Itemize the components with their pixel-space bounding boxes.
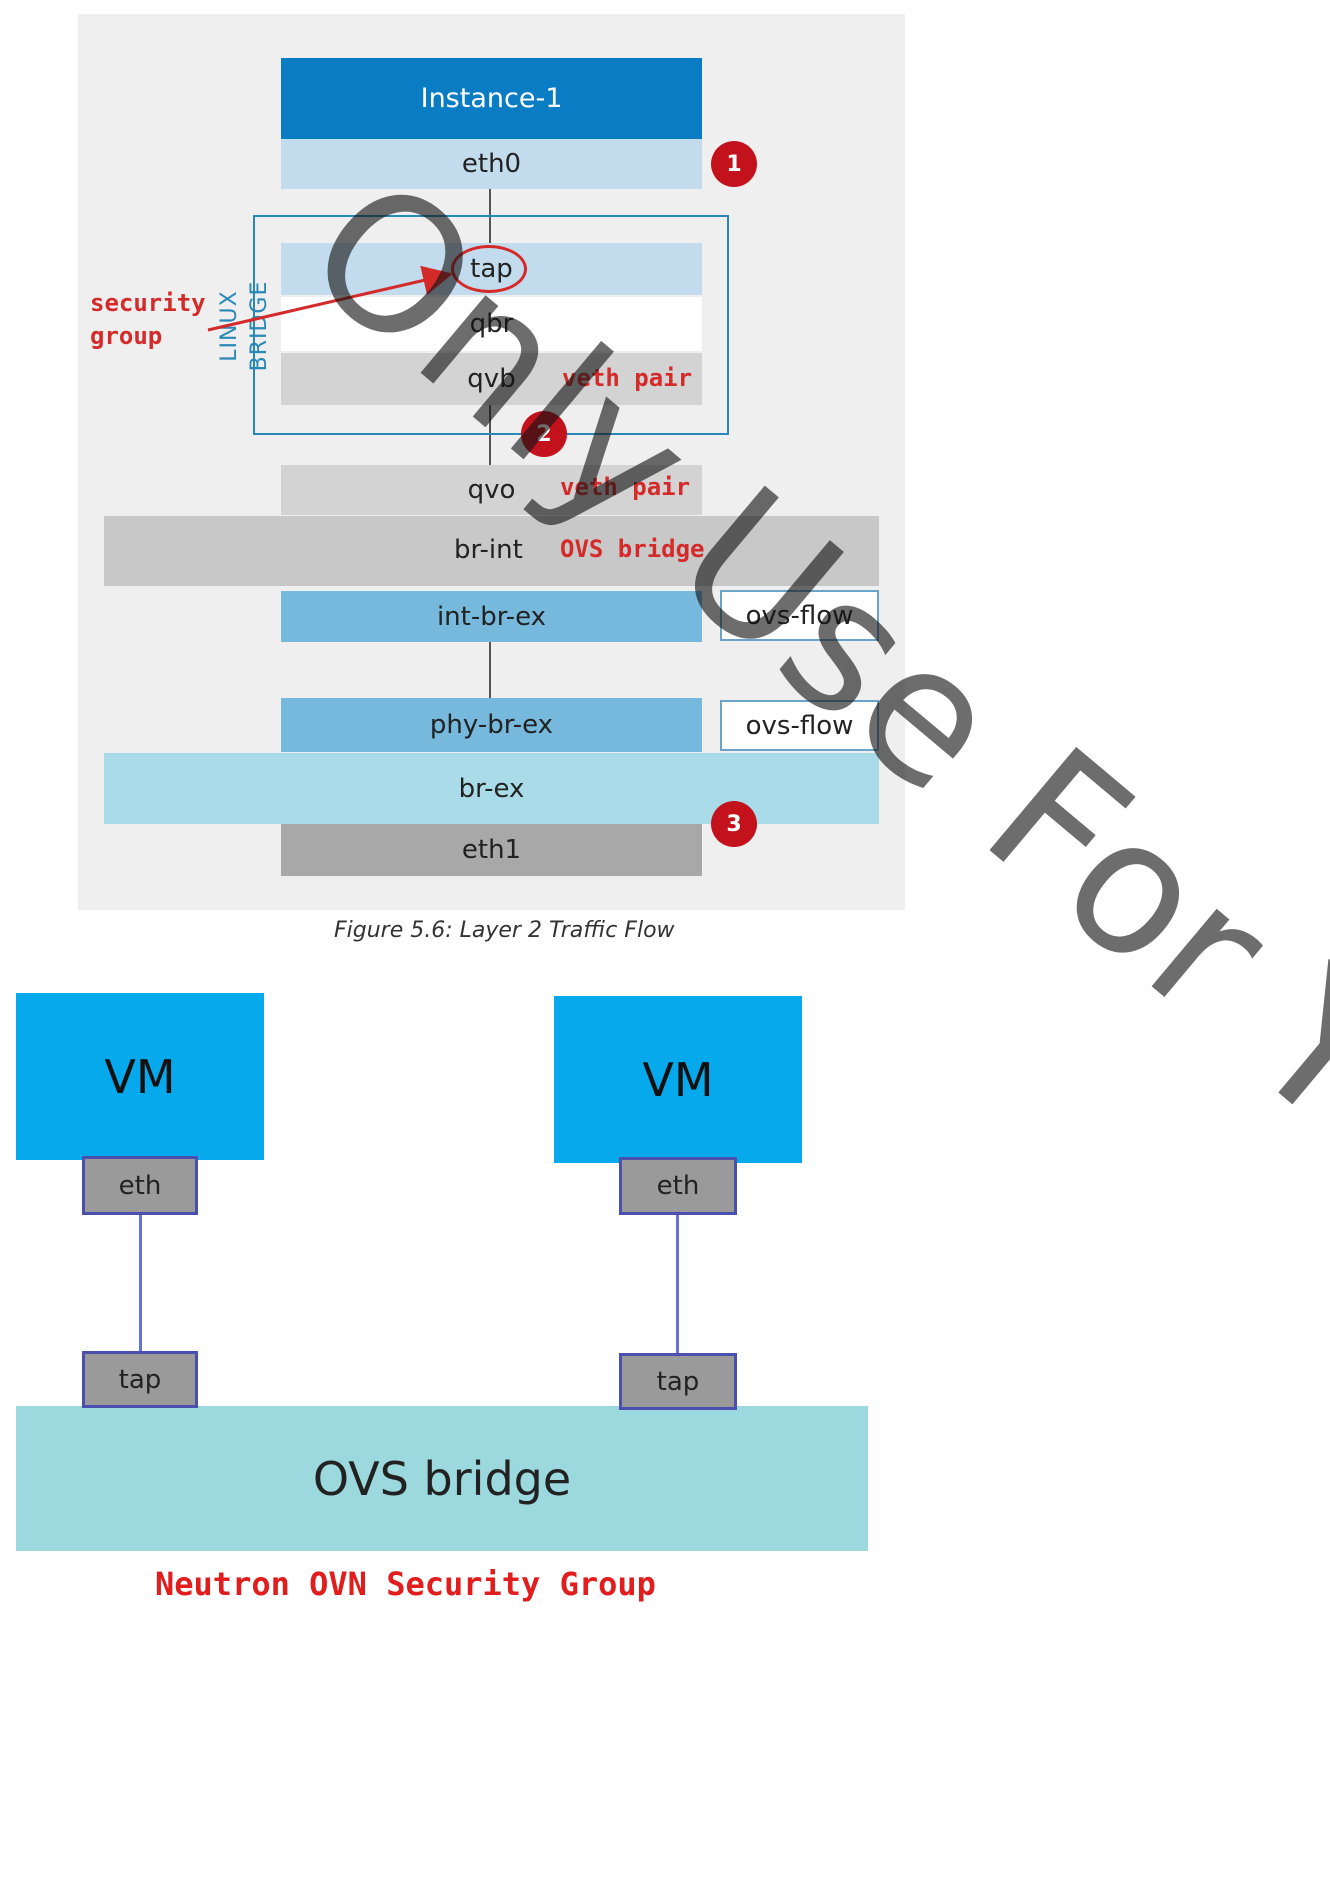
qvo-label: qvo bbox=[467, 475, 516, 505]
phy-br-ex-label: phy-br-ex bbox=[429, 710, 554, 740]
br-int-label: br-int bbox=[454, 535, 523, 565]
veth-pair-label-2: veth pair bbox=[560, 473, 691, 501]
security-group-label-line2: group bbox=[90, 322, 163, 350]
br-ex-box: br-ex bbox=[104, 753, 879, 824]
qvb-label: qvb bbox=[467, 364, 516, 394]
eth0-box: eth0 bbox=[281, 139, 702, 189]
figure-caption: Figure 5.6: Layer 2 Traffic Flow bbox=[334, 918, 675, 943]
phy-br-ex-box: phy-br-ex bbox=[281, 698, 702, 752]
tap-right-label: tap bbox=[656, 1366, 700, 1397]
instance-box: Instance-1 bbox=[281, 58, 702, 139]
tap-left-label: tap bbox=[118, 1364, 162, 1395]
security-group-label-line1: security bbox=[90, 289, 206, 317]
ovs-bridge-box-label: OVS bridge bbox=[312, 1451, 572, 1506]
eth-right-label: eth bbox=[656, 1171, 700, 1201]
link-left bbox=[139, 1213, 142, 1351]
qvb-box: qvb bbox=[281, 353, 702, 405]
qbr-label: qbr bbox=[469, 309, 514, 339]
figure2-title: Neutron OVN Security Group bbox=[155, 1565, 656, 1603]
ovs-flow-box-2: ovs-flow bbox=[720, 700, 879, 751]
eth-left-label: eth bbox=[118, 1170, 162, 1201]
ovs-bridge-label: OVS bridge bbox=[560, 535, 705, 563]
security-group-arrow bbox=[207, 265, 453, 332]
eth-right-box: eth bbox=[619, 1157, 737, 1215]
badge-3: 3 bbox=[711, 801, 757, 847]
qvo-box: qvo bbox=[281, 465, 702, 515]
vm-right-box: VM bbox=[554, 996, 802, 1163]
int-br-ex-label: int-br-ex bbox=[436, 601, 547, 632]
ovs-flow-label-2: ovs-flow bbox=[745, 710, 854, 741]
br-int-box bbox=[104, 516, 879, 586]
connector-intbrex-phybrex bbox=[489, 642, 491, 698]
instance-label: Instance-1 bbox=[420, 83, 563, 114]
link-right bbox=[676, 1213, 679, 1353]
veth-pair-label-1: veth pair bbox=[562, 364, 693, 392]
br-ex-label: br-ex bbox=[458, 773, 525, 804]
ovs-bridge-box: OVS bridge bbox=[16, 1406, 868, 1551]
qbr-box: qbr bbox=[281, 297, 702, 351]
ovs-flow-label-1: ovs-flow bbox=[745, 600, 854, 631]
tap-left-box: tap bbox=[82, 1351, 198, 1408]
badge-1: 1 bbox=[711, 141, 757, 187]
int-br-ex-box: int-br-ex bbox=[281, 591, 702, 642]
vm-right-label: VM bbox=[642, 1052, 714, 1107]
badge-2: 2 bbox=[521, 411, 567, 457]
linux-bridge-frame bbox=[253, 215, 729, 435]
tap-right-box: tap bbox=[619, 1353, 737, 1410]
eth0-label: eth0 bbox=[461, 149, 522, 179]
vm-left-label: VM bbox=[104, 1049, 176, 1104]
eth1-label: eth1 bbox=[461, 835, 522, 865]
vm-left-box: VM bbox=[16, 993, 264, 1160]
ovs-flow-box-1: ovs-flow bbox=[720, 590, 879, 641]
eth-left-box: eth bbox=[82, 1156, 198, 1215]
eth1-box: eth1 bbox=[281, 824, 702, 876]
connector-qvb-qvo bbox=[489, 405, 491, 465]
